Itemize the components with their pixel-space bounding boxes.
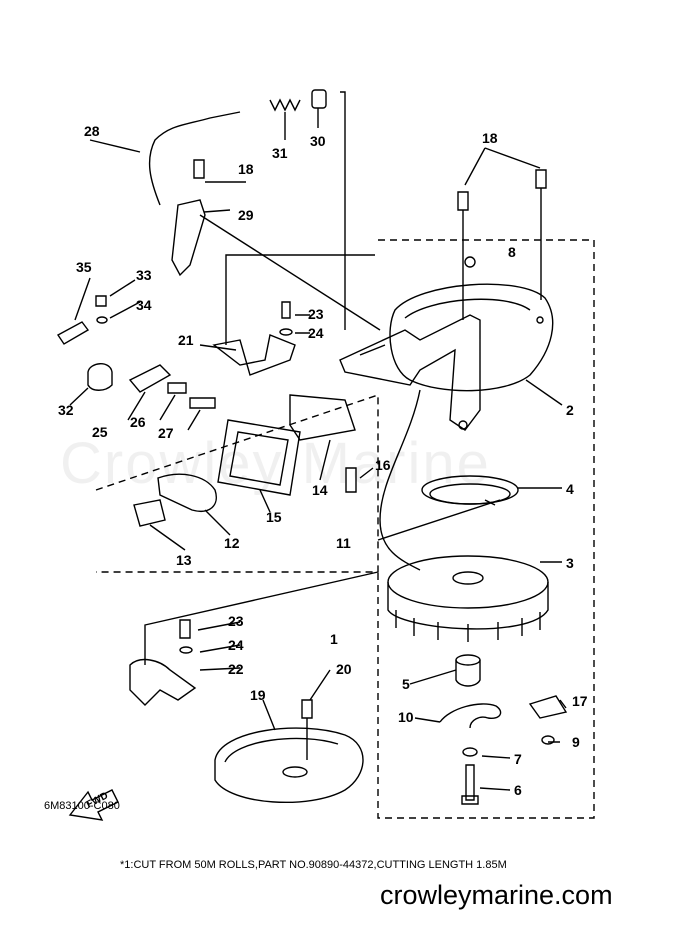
callout-30: 30 — [310, 133, 326, 149]
base-plate — [214, 727, 364, 803]
callout-18-a: 18 — [482, 130, 498, 146]
callout-32: 32 — [58, 402, 74, 418]
washer-24-lower — [179, 646, 193, 654]
callout-23-upper: 23 — [308, 306, 324, 322]
circlip-9 — [541, 735, 555, 745]
washer-24-upper — [279, 328, 293, 336]
spring-31 — [269, 98, 301, 112]
pawl — [528, 695, 568, 719]
rope-guide-14 — [289, 394, 356, 441]
collar-26 — [167, 382, 187, 394]
starter-rope — [379, 389, 421, 571]
knob-32 — [87, 363, 113, 391]
callout-34: 34 — [136, 297, 152, 313]
callout-25: 25 — [92, 424, 108, 440]
watermark: Crowley Marine — [60, 431, 491, 496]
bolt-18-c — [193, 159, 205, 179]
callout-27: 27 — [158, 425, 174, 441]
washer-7 — [462, 747, 478, 757]
callout-15: 15 — [266, 509, 282, 525]
callout-19: 19 — [250, 687, 266, 703]
callout-2: 2 — [566, 402, 574, 418]
callout-22: 22 — [228, 661, 244, 677]
handle-group-boundary — [95, 394, 379, 573]
callout-16: 16 — [375, 457, 391, 473]
callout-21: 21 — [178, 332, 194, 348]
callout-17: 17 — [572, 693, 588, 709]
bolt-20 — [301, 699, 313, 760]
callout-26: 26 — [130, 414, 146, 430]
callout-6: 6 — [514, 782, 522, 798]
callout-12: 12 — [224, 535, 240, 551]
callout-18-b: 18 — [238, 161, 254, 177]
callout-13: 13 — [176, 552, 192, 568]
nut-8 — [464, 256, 476, 268]
bolt-18-b — [535, 169, 547, 300]
callout-29: 29 — [238, 207, 254, 223]
callout-28: 28 — [84, 123, 100, 139]
callout-10: 10 — [398, 709, 414, 725]
callout-4: 4 — [566, 481, 574, 497]
arm-25 — [128, 364, 172, 393]
washer-34 — [96, 316, 108, 324]
reel-drum — [387, 555, 549, 642]
grip-insert-15 — [217, 419, 301, 496]
callout-3: 3 — [566, 555, 574, 571]
bolt-18-a — [457, 191, 469, 320]
screw-23-lower — [179, 619, 191, 639]
callout-11: 11 — [336, 535, 351, 551]
cable-bracket — [171, 199, 206, 277]
link-bracket — [212, 334, 296, 376]
bolt-27 — [189, 397, 216, 409]
callout-35: 35 — [76, 259, 92, 275]
assembly-boundary — [377, 239, 595, 819]
callout-23-lower: 23 — [228, 613, 244, 629]
callout-14: 14 — [312, 482, 328, 498]
handle-12 — [157, 473, 217, 512]
throttle-cable — [148, 111, 241, 206]
website-link[interactable]: crowleymarine.com — [380, 880, 613, 910]
fwd-arrow — [68, 789, 119, 821]
recoil-spring — [421, 475, 519, 506]
sleeve-30 — [311, 89, 327, 109]
diagram-code: 6M83100-C080 — [44, 800, 120, 812]
callout-31: 31 — [272, 145, 288, 161]
screw-16 — [345, 467, 357, 493]
starter-housing — [339, 283, 554, 431]
callout-9: 9 — [572, 734, 580, 750]
callout-33: 33 — [136, 267, 152, 283]
callout-7: 7 — [514, 751, 522, 767]
callout-1: 1 — [330, 631, 338, 647]
link-35 — [56, 321, 90, 345]
callout-24-lower: 24 — [228, 637, 244, 653]
handle-cap-13 — [133, 499, 166, 527]
callout-24-upper: 24 — [308, 325, 324, 341]
callout-20: 20 — [336, 661, 352, 677]
callout-8: 8 — [508, 244, 516, 260]
bolt-6 — [461, 764, 479, 805]
callout-5: 5 — [402, 676, 410, 692]
footnote: *1:CUT FROM 50M ROLLS,PART NO.90890-4437… — [120, 859, 507, 871]
screw-23-upper — [281, 301, 291, 319]
drive-pawl-bushing — [455, 654, 481, 687]
bracket-22 — [129, 658, 197, 706]
screw-33 — [95, 295, 107, 307]
clip — [439, 703, 502, 729]
